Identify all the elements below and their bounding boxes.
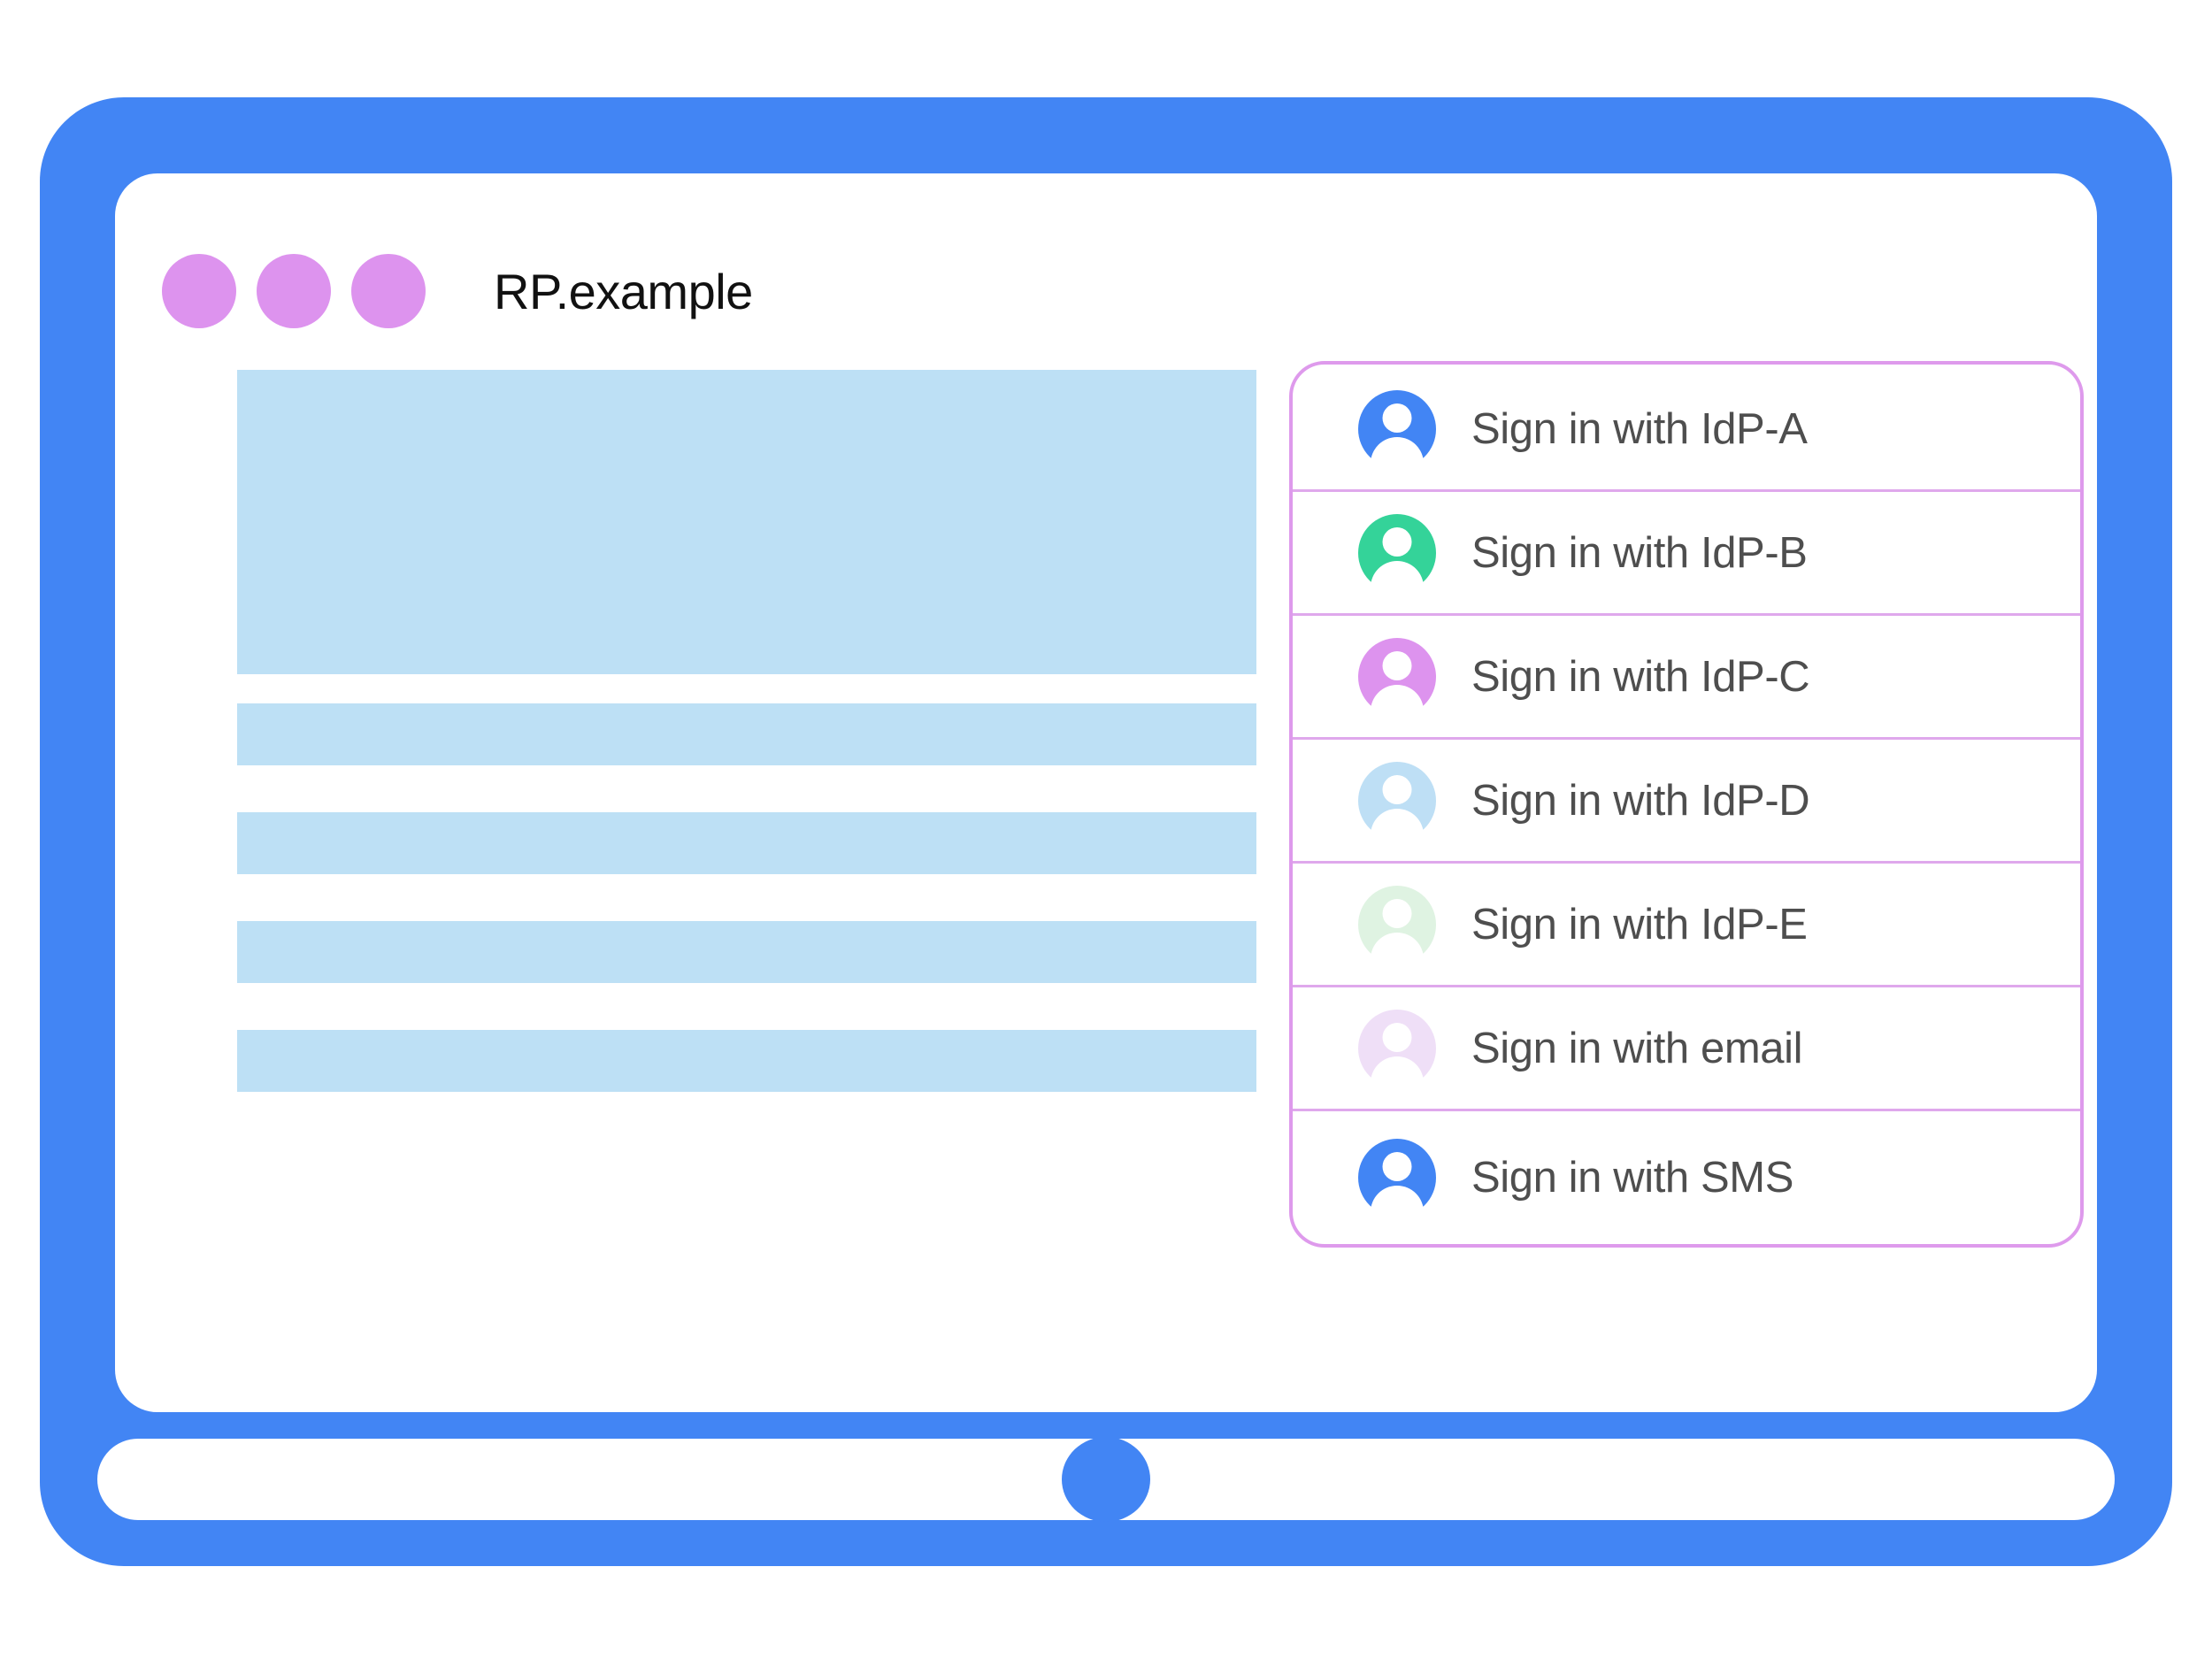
- signin-option-label: Sign in with IdP-D: [1471, 776, 1810, 825]
- signin-option-label: Sign in with IdP-E: [1471, 900, 1808, 949]
- signin-option-sms[interactable]: Sign in with SMS: [1293, 1111, 2080, 1244]
- person-avatar-icon: [1358, 513, 1436, 593]
- hero-placeholder: [237, 370, 1256, 674]
- person-avatar-icon: [1358, 1009, 1436, 1088]
- signin-option-label: Sign in with IdP-B: [1471, 528, 1808, 577]
- signin-option-email[interactable]: Sign in with email: [1293, 987, 2080, 1111]
- home-button[interactable]: [1062, 1437, 1150, 1522]
- signin-option-label: Sign in with email: [1471, 1024, 1803, 1072]
- window-dot-2[interactable]: [257, 254, 331, 328]
- signin-option-idp-d[interactable]: Sign in with IdP-D: [1293, 740, 2080, 864]
- signin-option-idp-a[interactable]: Sign in with IdP-A: [1293, 365, 2080, 492]
- person-avatar-icon: [1358, 761, 1436, 841]
- window-title-bar: RP.example: [162, 249, 753, 334]
- tablet-screen: RP.example Sign in with IdP-A Sign in wi…: [115, 173, 2097, 1412]
- signin-option-idp-e[interactable]: Sign in with IdP-E: [1293, 864, 2080, 987]
- page-title: RP.example: [494, 263, 753, 319]
- text-line-placeholder-2: [237, 812, 1256, 874]
- signin-option-label: Sign in with IdP-C: [1471, 652, 1810, 701]
- window-dot-3[interactable]: [351, 254, 426, 328]
- person-avatar-icon: [1358, 885, 1436, 964]
- signin-option-label: Sign in with IdP-A: [1471, 404, 1808, 453]
- page-content-placeholder: [237, 370, 1256, 1092]
- signin-option-idp-b[interactable]: Sign in with IdP-B: [1293, 492, 2080, 616]
- signin-option-label: Sign in with SMS: [1471, 1154, 1793, 1202]
- person-avatar-icon: [1358, 389, 1436, 469]
- signin-option-idp-c[interactable]: Sign in with IdP-C: [1293, 616, 2080, 740]
- tablet-device-frame: RP.example Sign in with IdP-A Sign in wi…: [40, 97, 2172, 1566]
- person-avatar-icon: [1358, 637, 1436, 717]
- person-avatar-icon: [1358, 1139, 1436, 1217]
- text-line-placeholder-4: [237, 1030, 1256, 1092]
- text-line-placeholder-3: [237, 921, 1256, 983]
- account-chooser-panel: Sign in with IdP-A Sign in with IdP-B Si…: [1289, 361, 2084, 1248]
- window-dot-1[interactable]: [162, 254, 236, 328]
- text-line-placeholder-1: [237, 703, 1256, 765]
